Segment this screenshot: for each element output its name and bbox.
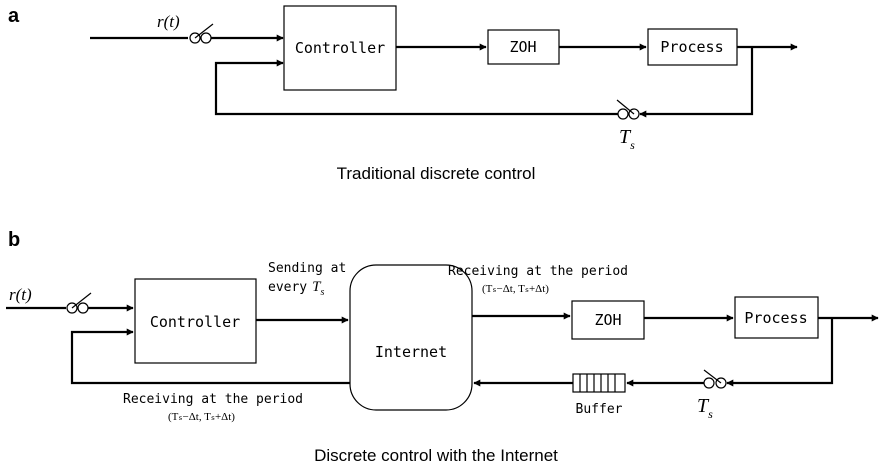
panel-a-zoh-label: ZOH: [509, 38, 536, 56]
panel-b-input-label: r(t): [9, 285, 32, 304]
panel-a-process-label: Process: [660, 38, 723, 56]
panel-b-send-sub: s: [320, 287, 324, 298]
panel-a: a r(t) Controller ZOH Process Ts: [8, 5, 798, 183]
panel-b-zoh-block: [571, 300, 645, 340]
panel-a-input-sampler-switch: [189, 23, 214, 44]
panel-b-send-t: T: [312, 279, 322, 295]
panel-a-letter: a: [8, 5, 20, 27]
panel-b-feedback-sampler-switch: [703, 369, 727, 389]
panel-b-controller-block: [134, 278, 257, 364]
panel-b-send-every: every: [268, 280, 307, 295]
panel-a-sampler-t: T: [619, 126, 632, 148]
panel-b-process-label: Process: [744, 309, 807, 327]
panel-b-internet-block: [349, 264, 473, 411]
panel-b-recv-bottom: Receiving at the period: [123, 392, 303, 407]
panel-a-feedback-sampler-switch: [616, 99, 640, 120]
panel-b-sampler-sub: s: [708, 407, 713, 421]
panel-b-send-line2: every Ts: [268, 279, 324, 298]
panel-b-send-line1: Sending at: [268, 261, 346, 276]
panel-a-input-label: r(t): [157, 12, 180, 31]
panel-a-sampler-label: Ts: [619, 126, 635, 152]
panel-a-sampler-sub: s: [630, 138, 635, 152]
panel-b-buffer-label: Buffer: [576, 402, 623, 417]
panel-b-recv-top-math: (Tₛ−Δt, Tₛ+Δt): [482, 283, 549, 295]
panel-a-zoh-block: [487, 29, 560, 65]
panel-b-internet-label: Internet: [375, 343, 447, 361]
panel-b-zoh-label: ZOH: [594, 311, 621, 329]
panel-b-process-block: [734, 296, 819, 339]
panel-b-input-sampler-switch: [66, 292, 92, 314]
panel-b-feedback-return: [70, 328, 350, 385]
panel-b-sampler-t: T: [697, 395, 710, 417]
panel-a-feedback-arrow-in: [639, 47, 754, 118]
panel-a-caption: Traditional discrete control: [337, 164, 536, 183]
panel-a-controller-block: [283, 5, 397, 91]
panel-b-feedback-arrow-in: [726, 318, 834, 387]
panel-b-sampler-label: Ts: [697, 395, 713, 421]
panel-b-caption: Discrete control with the Internet: [314, 446, 558, 465]
panel-b-recv-bottom-math: (Tₛ−Δt, Tₛ+Δt): [168, 411, 235, 423]
buffer-icon: [572, 373, 626, 393]
panel-b-recv-top: Receiving at the period: [448, 264, 628, 279]
panel-b-letter: b: [8, 229, 20, 251]
panel-a-process-block: [647, 28, 738, 66]
panel-a-feedback-return: [214, 59, 618, 116]
panel-b-controller-label: Controller: [150, 313, 240, 331]
panel-a-controller-label: Controller: [295, 39, 385, 57]
